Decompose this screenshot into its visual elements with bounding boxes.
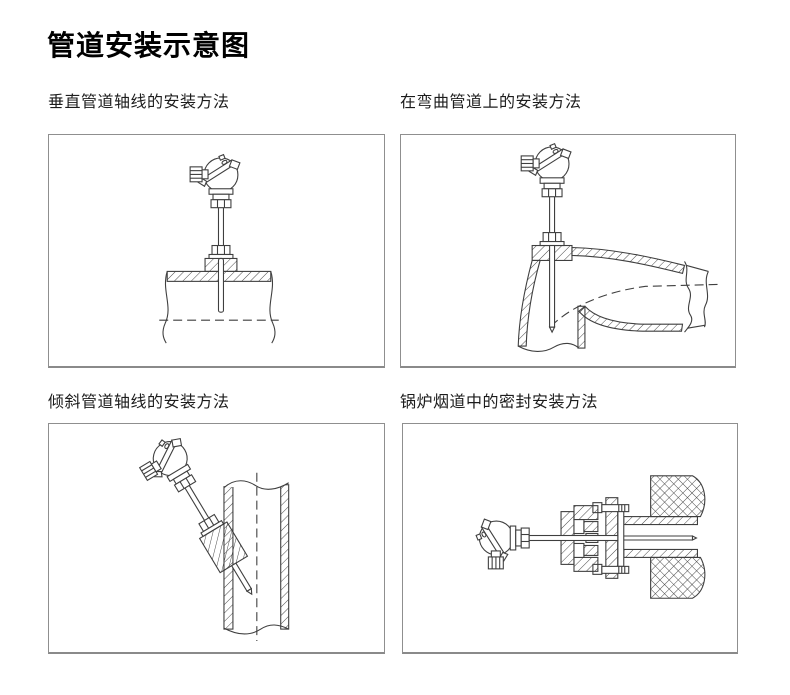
panel-caption-curved-pipe: 在弯曲管道上的安装方法 <box>400 94 582 111</box>
panel-inclined-installation <box>48 423 385 654</box>
diagram-inclined-installation <box>132 430 290 642</box>
panel-caption-inclined: 倾斜管道轴线的安装方法 <box>48 394 230 411</box>
page-title: 管道安装示意图 <box>47 30 251 61</box>
diagram-curved-pipe-installation <box>517 143 723 352</box>
panel-curved-pipe-installation <box>400 134 736 368</box>
panel-caption-vertical: 垂直管道轴线的安装方法 <box>48 94 230 111</box>
diagram-boiler-flue-installation <box>475 475 706 599</box>
panel-boiler-flue-installation <box>402 423 738 654</box>
diagram-vertical-installation <box>159 154 279 344</box>
panel-caption-boiler-flue: 锅炉烟道中的密封安装方法 <box>400 394 599 411</box>
panel-vertical-installation <box>48 134 385 368</box>
